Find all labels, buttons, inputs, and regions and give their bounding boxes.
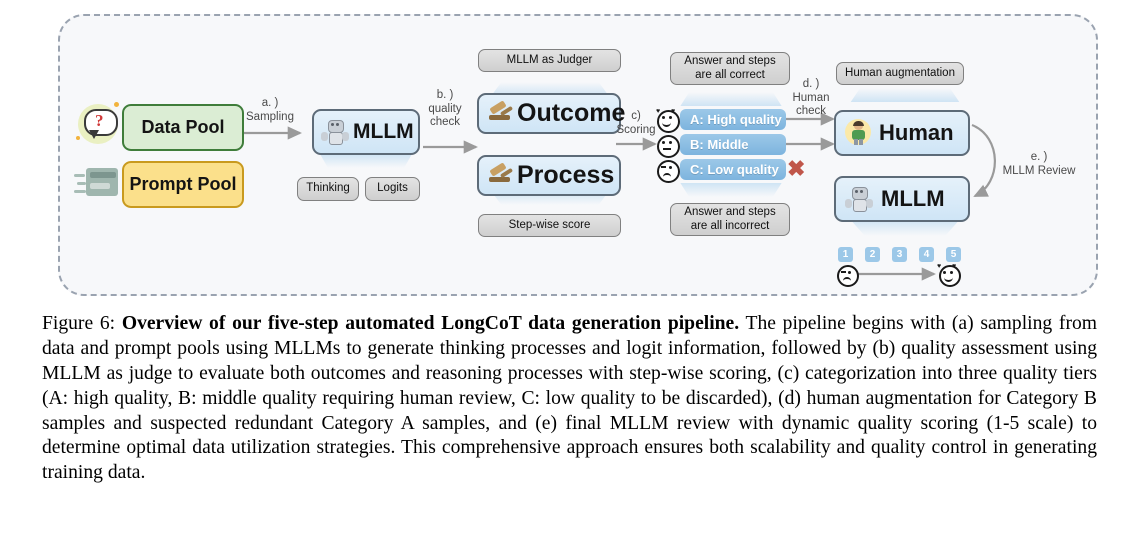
node-data-pool[interactable]: Data Pool <box>122 104 244 151</box>
discard-cross-icon: ✖ <box>787 156 806 181</box>
node-mllm-sampler-label: MLLM <box>353 120 414 143</box>
connector-label-b-quality-check: b. ) quality check <box>428 89 462 129</box>
node-prompt-pool-label: Prompt Pool <box>129 174 237 194</box>
human-top-wedge <box>850 88 960 102</box>
pill-quality-a[interactable]: A: High quality <box>680 109 786 130</box>
node-process[interactable]: Process <box>477 155 621 196</box>
chip-human-augmentation[interactable]: Human augmentation <box>836 62 964 85</box>
face-grinning-hearts-icon: ♥ ♥ <box>656 108 680 133</box>
pills-bottom-wedge <box>680 183 782 197</box>
caption-bold-title: Overview of our five-step automated Long… <box>121 313 740 334</box>
score-square-1[interactable]: 1 <box>838 247 853 262</box>
node-mllm-review[interactable]: MLLM <box>834 176 970 222</box>
gavel-icon <box>485 99 515 127</box>
prompt-stack-icon <box>72 166 120 202</box>
node-data-pool-label: Data Pool <box>141 117 225 137</box>
person-icon <box>844 118 872 148</box>
question-bubble-icon: ? <box>74 100 122 148</box>
connector-label-a-sampling: a. ) Sampling <box>246 97 294 123</box>
score-square-4[interactable]: 4 <box>919 247 934 262</box>
chip-all-incorrect[interactable]: Answer and steps are all incorrect <box>670 203 790 236</box>
score-square-5[interactable]: 5 <box>946 247 961 262</box>
outcome-top-wedge <box>491 82 609 96</box>
mllm-node-shadow-wedge <box>320 154 412 168</box>
node-mllm-sampler[interactable]: MLLM <box>312 109 420 155</box>
connector-label-e-mllm-review: e. ) MLLM Review <box>1002 151 1076 177</box>
node-outcome-label: Outcome <box>517 99 626 127</box>
chip-thinking[interactable]: Thinking <box>297 177 359 201</box>
chip-logits[interactable]: Logits <box>365 177 420 201</box>
node-process-label: Process <box>517 161 615 189</box>
face-sad-icon <box>837 265 859 287</box>
chip-step-wise-score[interactable]: Step-wise score <box>478 214 621 237</box>
face-neutral-icon <box>657 135 680 158</box>
mllm-review-bottom-wedge <box>850 220 960 236</box>
score-square-2[interactable]: 2 <box>865 247 880 262</box>
caption-prefix: Figure 6: <box>42 313 122 334</box>
robot-icon <box>320 117 350 147</box>
pill-quality-c[interactable]: C: Low quality <box>680 159 786 180</box>
robot-icon <box>844 184 874 214</box>
chip-all-correct[interactable]: Answer and steps are all correct <box>670 52 790 85</box>
chip-mllm-as-judger[interactable]: MLLM as Judger <box>478 49 621 72</box>
caption-body: The pipeline begins with (a) sampling fr… <box>42 313 1098 484</box>
pill-quality-b[interactable]: B: Middle <box>680 134 786 155</box>
node-human-label: Human <box>879 120 954 145</box>
figure-caption: Figure 6: Overview of our five-step auto… <box>42 312 1097 486</box>
connector-label-d-human-check: d. ) Human check <box>792 78 830 118</box>
score-square-3[interactable]: 3 <box>892 247 907 262</box>
connector-label-c-scoring: c) Scoring <box>616 110 656 136</box>
gavel-icon <box>485 161 515 189</box>
face-grinning-hearts-icon: ♥ ♥ <box>937 263 961 287</box>
node-human[interactable]: Human <box>834 110 970 156</box>
node-mllm-review-label: MLLM <box>881 186 945 211</box>
face-sad-icon <box>657 160 680 183</box>
node-prompt-pool[interactable]: Prompt Pool <box>122 161 244 208</box>
pills-top-wedge <box>680 92 782 106</box>
node-outcome[interactable]: Outcome <box>477 93 625 134</box>
